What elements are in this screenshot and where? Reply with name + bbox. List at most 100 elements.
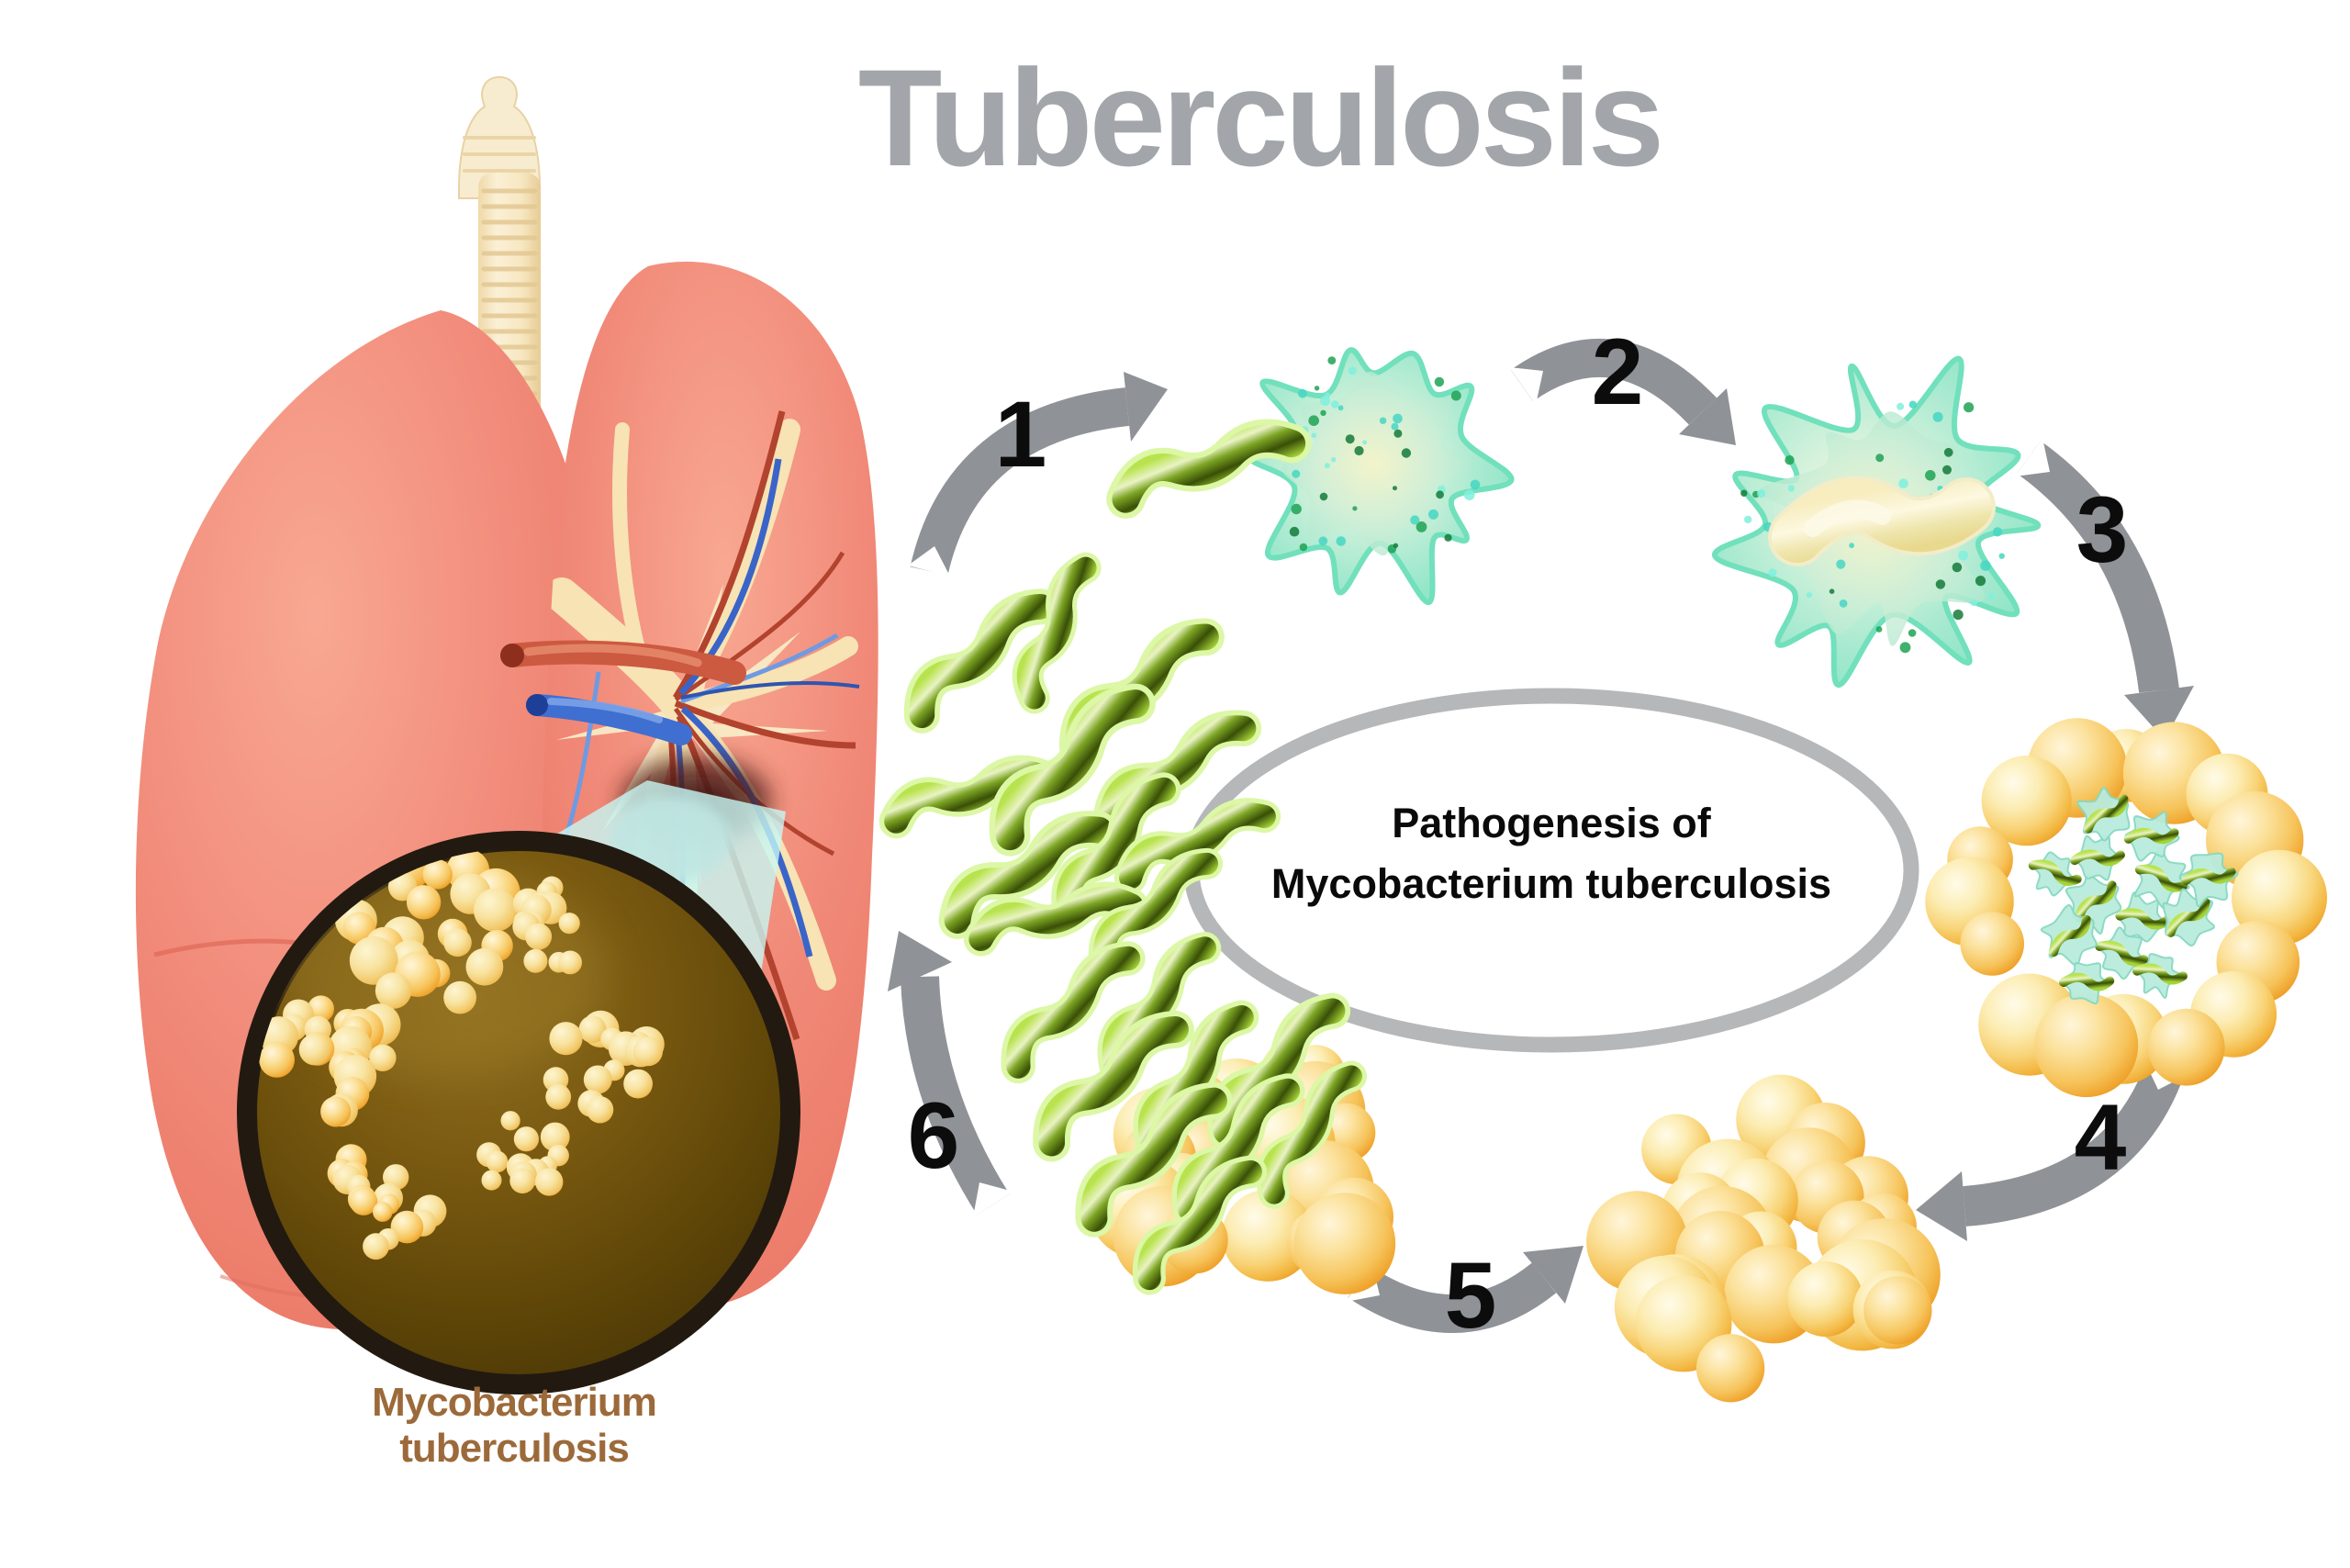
- cell-speckle: [1393, 486, 1397, 491]
- tubercle-ball: [558, 913, 580, 935]
- cell-speckle: [1345, 434, 1355, 444]
- arrow-step-1: [908, 372, 1168, 577]
- mini-macrophage: [2132, 953, 2188, 999]
- cell-speckle: [1393, 543, 1399, 548]
- tubercle-ball: [373, 1202, 393, 1222]
- step-number-2: 2: [1592, 319, 1644, 424]
- cell-speckle: [1444, 533, 1452, 542]
- cell-speckle: [1897, 402, 1905, 410]
- mini-macrophage: [2115, 891, 2171, 943]
- cell-speckle: [1410, 515, 1420, 525]
- artery-highlight: [523, 644, 702, 667]
- cell-speckle: [1298, 388, 1307, 398]
- tubercle-ball: [342, 912, 376, 945]
- arrow-shaft: [2017, 441, 2179, 693]
- cell-speckle: [1970, 599, 1977, 607]
- cell-speckle: [1318, 536, 1328, 546]
- granuloma-ring-ball: [2147, 1008, 2225, 1086]
- tubercle-ball: [390, 1210, 424, 1244]
- granuloma-ball: [1787, 1261, 1863, 1337]
- cell-speckle: [1291, 503, 1302, 515]
- cycle-center-label-line2: Mycobacterium tuberculosis: [1271, 860, 1831, 907]
- mini-macrophage: [2059, 961, 2115, 1005]
- cell-speckle: [1320, 409, 1326, 416]
- cell-speckle: [1899, 642, 1911, 654]
- tubercle-ball: [349, 935, 398, 985]
- cell-speckle: [1299, 543, 1308, 552]
- cell-speckle: [1463, 489, 1475, 500]
- cell-speckle: [1943, 447, 1953, 457]
- cell-speckle: [1849, 543, 1854, 549]
- tubercle-ball: [308, 995, 334, 1023]
- arrow-head: [2124, 686, 2194, 740]
- cell-speckle: [1998, 553, 2005, 559]
- arrow-head: [1679, 388, 1736, 445]
- cell-speckle: [1787, 485, 1796, 492]
- mini-macrophage: [2076, 787, 2131, 842]
- tubercle-ball: [375, 972, 412, 1009]
- cell-speckle: [1320, 396, 1330, 406]
- cell-speckle: [1958, 550, 1969, 561]
- cell-speckle: [1898, 478, 1908, 488]
- mini-engulfed-bacterium: [2095, 940, 2149, 967]
- artwork-layer: [135, 75, 2327, 1403]
- mini-macrophage: [2040, 903, 2098, 967]
- granuloma-ring-ball: [1960, 912, 2024, 976]
- engulfed-bacterium-sheen: [1804, 499, 1891, 537]
- arrow-step-6: [888, 931, 1013, 1217]
- cell-speckle: [1416, 521, 1427, 532]
- cell-speckle: [1292, 469, 1301, 478]
- mini-macrophage: [2095, 926, 2149, 980]
- tubercle-ball: [535, 1168, 564, 1196]
- cell-speckle: [1953, 610, 1964, 621]
- granuloma-ball: [1293, 1193, 1396, 1294]
- macrophage-cytoplasm: [1281, 371, 1469, 556]
- tubercle-ball: [525, 923, 553, 950]
- arrow-head: [1523, 1246, 1583, 1304]
- tubercle-ball: [632, 1036, 664, 1067]
- arrow-head: [1124, 372, 1168, 442]
- cell-speckle: [1942, 465, 1952, 475]
- lungs-illustration: [135, 75, 878, 1330]
- cell-speckle: [1308, 415, 1319, 427]
- cell-speckle: [1768, 568, 1777, 577]
- granuloma-ring-ball: [1981, 756, 2072, 846]
- vein-highlight: [547, 698, 663, 723]
- granuloma-ring-ball: [2034, 993, 2139, 1098]
- step-number-3: 3: [2076, 477, 2129, 582]
- cell-speckle: [1806, 592, 1813, 599]
- mini-macrophage: [2028, 851, 2082, 897]
- cell-speckle: [1348, 366, 1357, 375]
- cell-speckle: [1434, 376, 1445, 387]
- cell-speckle: [1757, 489, 1766, 498]
- cell-speckle: [1436, 490, 1444, 499]
- arrow-step-3: [2015, 438, 2194, 740]
- tubercle-ball: [558, 950, 582, 975]
- tubercle-ball: [481, 1170, 502, 1191]
- tubercle-ball: [545, 1083, 572, 1110]
- mini-engulfed-bacterium: [2181, 867, 2236, 885]
- step-number-6: 6: [908, 1083, 960, 1188]
- mini-engulfed-bacterium: [2074, 880, 2117, 923]
- tubercle-ball: [259, 1042, 295, 1078]
- magnifier-caption-line2: tuberculosis: [399, 1426, 629, 1471]
- pulmonary-artery-branch: [674, 700, 856, 749]
- step-number-1: 1: [995, 382, 1047, 487]
- cell-speckle: [1935, 579, 1946, 589]
- cell-speckle: [1964, 402, 1975, 413]
- magnifier-circle: [237, 831, 800, 1394]
- granuloma-ball: [1863, 1276, 1932, 1345]
- cell-speckle: [1428, 509, 1438, 520]
- tubercle-ball: [513, 1126, 540, 1152]
- free-bacteria-cluster: [891, 564, 1268, 958]
- cell-speckle: [1401, 448, 1412, 458]
- arrow-tail-notch: [908, 546, 950, 577]
- cell-speckle: [1331, 400, 1339, 409]
- cell-speckle: [1875, 626, 1883, 633]
- cell-speckle: [1925, 470, 1936, 481]
- cell-speckle: [1319, 492, 1328, 501]
- tubercle-ball: [500, 1111, 520, 1131]
- cell-speckle: [1391, 422, 1399, 431]
- cell-speckle: [1311, 432, 1317, 439]
- mini-engulfed-bacterium: [2132, 963, 2188, 985]
